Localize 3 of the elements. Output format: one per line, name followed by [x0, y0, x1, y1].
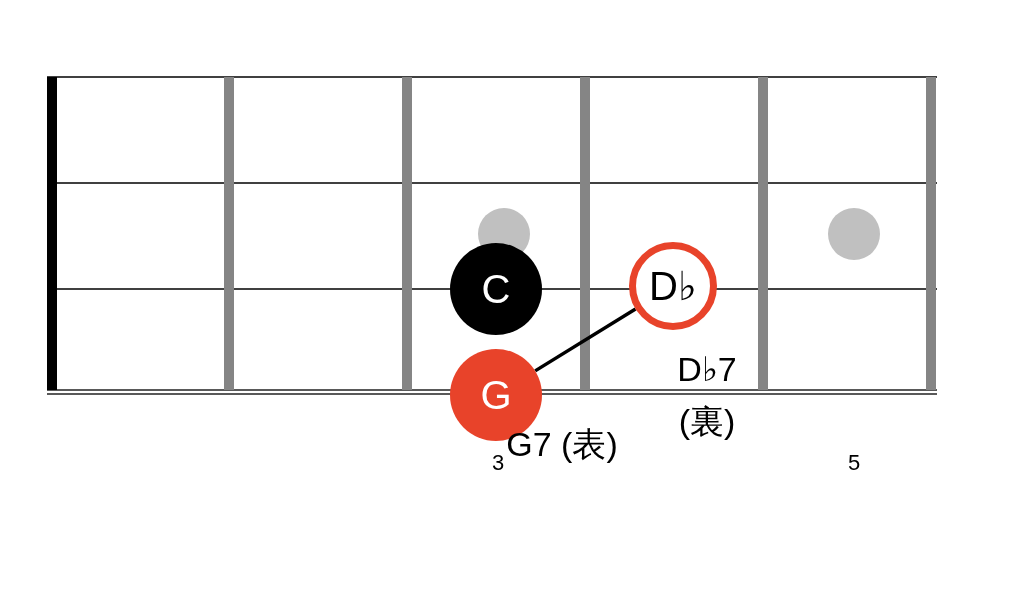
fret-number: 3 [491, 452, 505, 474]
chord-name: D♭7 (裏) [676, 349, 738, 442]
fret-number: 5 [847, 452, 861, 474]
